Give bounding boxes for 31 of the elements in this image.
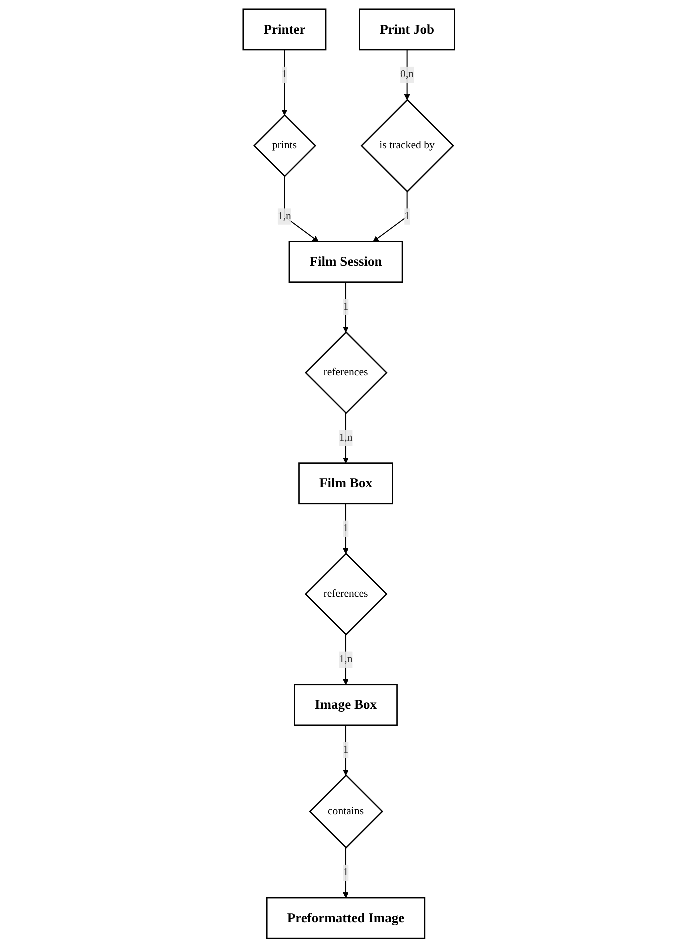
node-diamond: prints — [254, 114, 317, 178]
edge-label: 1 — [344, 866, 350, 878]
node-box: Image Box — [294, 684, 398, 726]
node-diamond: references — [305, 331, 388, 414]
edge-label: 1 — [282, 68, 288, 80]
edge-label: 1 — [344, 744, 350, 756]
node-box: Preformatted Image — [266, 897, 426, 940]
arrow — [404, 50, 411, 100]
node-diamond: is tracked by — [361, 99, 455, 193]
arrow — [343, 413, 350, 464]
node-box: Film Box — [298, 462, 394, 505]
arrow — [343, 725, 350, 776]
node-diamond: references — [305, 552, 388, 636]
arrow — [374, 192, 408, 242]
node-box: Printer — [243, 8, 328, 51]
node-box: Print Job — [360, 8, 456, 51]
edge-label: 1 — [344, 301, 350, 313]
edge-label: 1,n — [340, 432, 354, 444]
node-box: Film Session — [289, 241, 404, 284]
arrow — [343, 634, 350, 686]
node-diamond: contains — [310, 774, 384, 849]
edge-label: 1,n — [278, 210, 292, 222]
edge-label: 0,n — [400, 68, 414, 80]
arrow — [282, 50, 288, 116]
arrow — [343, 282, 350, 333]
edge-label: 1 — [404, 210, 410, 222]
arrow — [343, 848, 350, 898]
edge-label: 1 — [344, 522, 350, 534]
arrow — [284, 176, 320, 242]
arrow — [343, 504, 350, 554]
edge-label: 1,n — [340, 654, 354, 666]
